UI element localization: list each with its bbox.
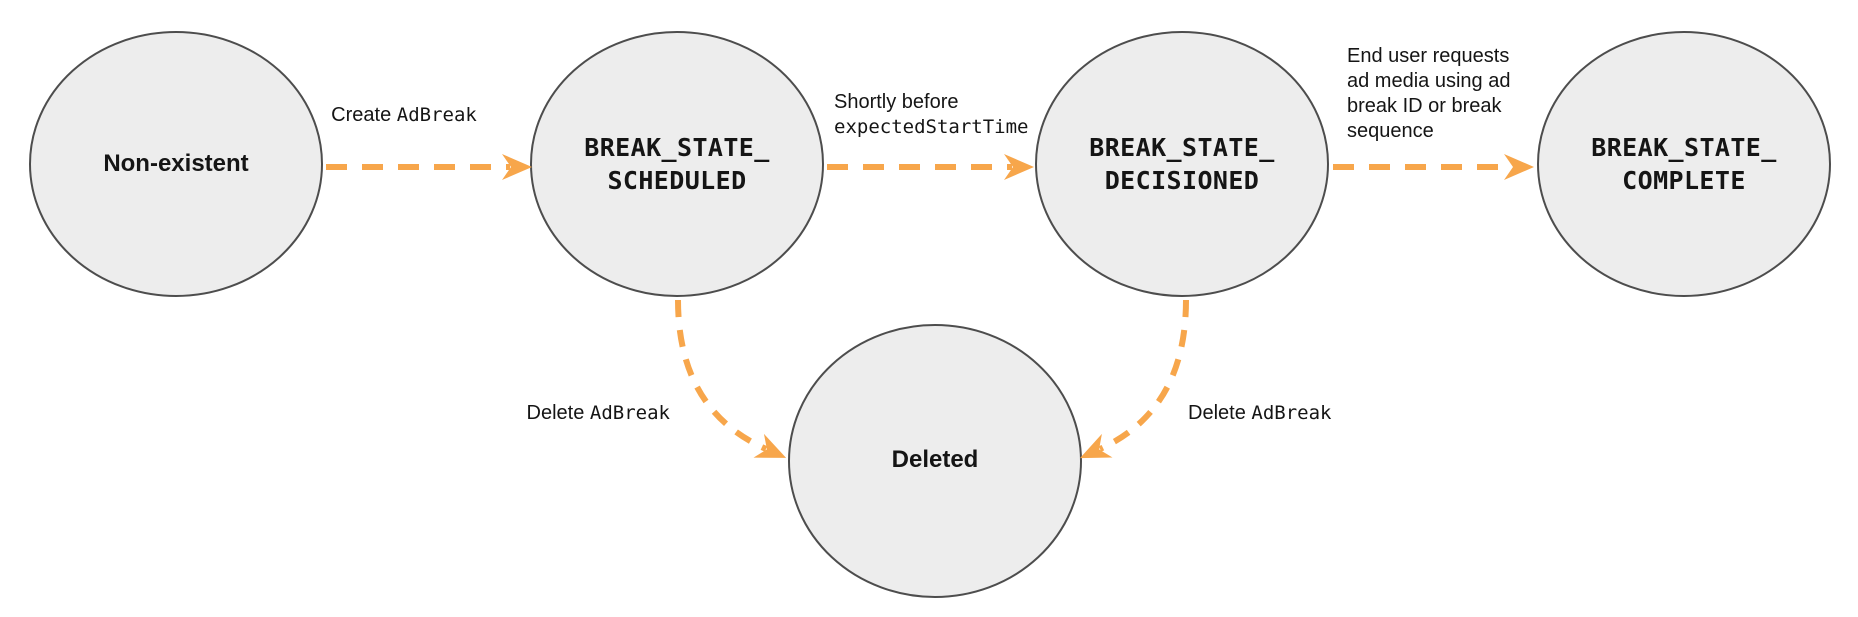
state-label-decisioned: BREAK_STATE_ DECISIONED (1089, 133, 1275, 195)
transition-label-code: AdBreak (1251, 402, 1332, 424)
transition-label-delete-adbreak-right: Delete AdBreak (1188, 401, 1438, 426)
transition-label-end-user-requests: End user requests ad media using ad brea… (1347, 45, 1511, 142)
state-label-scheduled: BREAK_STATE_ SCHEDULED (584, 133, 770, 195)
transition-label-create-adbreak: Create AdBreak (289, 103, 519, 128)
transition-label-code: expectedStartTime (834, 116, 1029, 138)
transition-label-code: AdBreak (589, 402, 670, 424)
transition-label-text: Create (331, 104, 397, 126)
state-label-deleted: Deleted (891, 446, 979, 473)
transition-label-text: Shortly before (834, 91, 959, 113)
transition-label-text: Delete (1188, 402, 1252, 424)
state-label-complete: BREAK_STATE_ COMPLETE (1591, 133, 1777, 195)
transition-label-code: AdBreak (396, 104, 477, 126)
transition-arrow-delete-from-scheduled (675, 299, 787, 458)
transition-label-shortly-before: Shortly before expectedStartTime (834, 90, 1094, 140)
state-circle-non-existent (29, 31, 323, 297)
transition-arrow-delete-from-decisioned (1079, 299, 1189, 459)
transition-label-text: Delete (526, 402, 590, 424)
state-circle-complete (1537, 31, 1831, 297)
state-label-non-existent: Non-existent (103, 150, 249, 177)
state-circle-deleted (788, 324, 1082, 598)
transition-label-delete-adbreak-left: Delete AdBreak (420, 401, 670, 426)
state-circle-decisioned (1035, 31, 1329, 297)
